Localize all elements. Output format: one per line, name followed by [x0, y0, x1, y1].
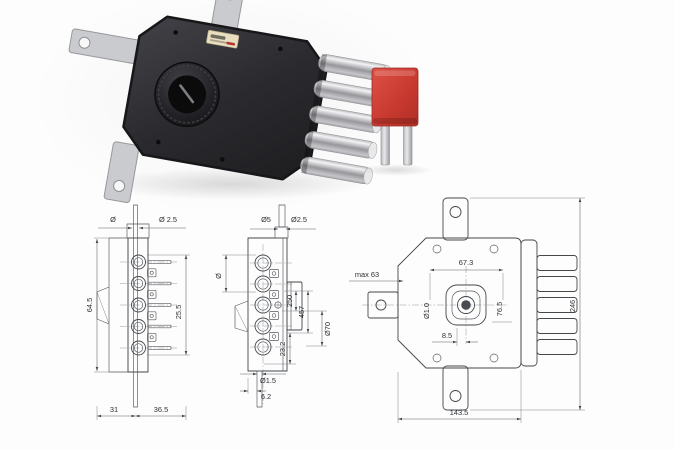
key-blank-prong	[403, 119, 413, 166]
dim-label: max 63	[355, 270, 379, 279]
dim-label: 246	[568, 300, 577, 312]
mounting-strap-top	[442, 197, 469, 241]
bolt-heads-profile	[254, 254, 272, 356]
mounting-strap-bottom	[442, 365, 469, 411]
faceplate	[520, 239, 538, 367]
dim-label: 143.5	[450, 408, 469, 417]
strike-bracket	[96, 286, 110, 325]
lock-knob	[154, 61, 220, 128]
rod-guide-block	[274, 226, 289, 239]
guide-tabs	[147, 268, 157, 342]
dim-label: 31	[110, 405, 118, 414]
screw-hole	[489, 244, 499, 254]
bolts-front	[536, 255, 578, 355]
dim-label: 6.2	[261, 392, 271, 401]
screw-hole	[489, 353, 499, 363]
fixing-hole	[273, 300, 283, 310]
strike-bracket	[234, 300, 249, 333]
dim-label: Ø5	[261, 215, 271, 224]
screw-dot	[219, 157, 225, 162]
dim-label: Ø	[214, 273, 223, 279]
key-blank-shadow	[360, 164, 432, 176]
drawing-side-view-small: Ø Ø 2.5 64.5 25.5 31 36.5	[85, 204, 190, 420]
dim-label: Ø1.5	[260, 376, 276, 385]
drawing-side-view-large: Ø5 Ø2.5 Ø 250 457 Ø70 23.2 Ø1.5 6.2	[214, 204, 332, 408]
screw-dot	[156, 139, 161, 145]
dim-label: 457	[297, 306, 306, 318]
key-blank-prong	[380, 119, 390, 166]
guide-tabs	[269, 269, 279, 341]
dim-label: 67.3	[459, 258, 473, 267]
dim-label: 23.2	[278, 342, 287, 356]
rod-guide-block	[126, 223, 150, 239]
key-blank-photo	[360, 67, 432, 176]
vertical-rod	[133, 204, 138, 408]
dim-label: 64.5	[85, 298, 94, 312]
knob-front	[445, 284, 487, 326]
screw-hole	[432, 244, 442, 254]
vertical-rod-bottom	[256, 370, 263, 408]
screw-dot	[173, 30, 178, 35]
dim-label: 36.5	[154, 405, 168, 414]
dim-label: Ø2.5	[291, 215, 307, 224]
screw-hole	[432, 353, 442, 363]
dim-label: Ø 2.5	[159, 215, 177, 224]
lock-shadow	[97, 168, 367, 200]
dim-label: 76.5	[495, 302, 504, 316]
dim-label: 8.5	[442, 331, 452, 340]
strike-plate	[286, 281, 303, 331]
bolt-pins	[148, 260, 172, 350]
screw-dot	[278, 46, 283, 52]
bolt-heads-profile	[131, 254, 146, 356]
lock-photo	[32, 0, 432, 215]
drawing-front-view: 67.3 Ø1.0 76.5 8.5 246 143.5 max 63	[349, 197, 585, 423]
dim-label: Ø	[110, 215, 116, 224]
mounting-strap-bottom	[103, 141, 140, 204]
dim-label: 25.5	[174, 305, 183, 319]
brand-label	[206, 29, 240, 49]
vertical-rod-top	[278, 204, 286, 228]
key-blank-head	[371, 67, 419, 127]
bolt-4	[304, 131, 378, 159]
keyhole	[179, 84, 195, 104]
dim-label: 250	[285, 295, 294, 307]
dim-label: Ø70	[323, 322, 332, 336]
dim-label: Ø1.0	[422, 303, 431, 319]
